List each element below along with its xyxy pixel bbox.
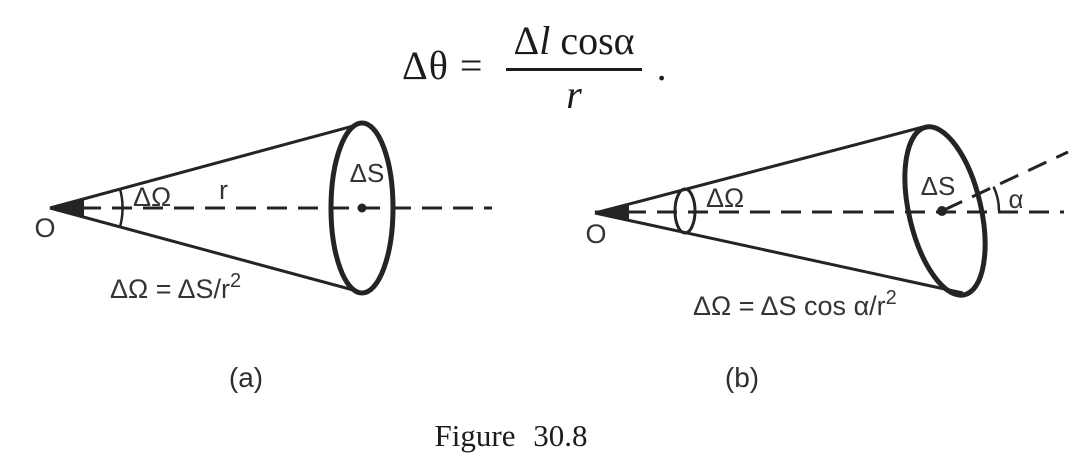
cone-lower-edge-a bbox=[49, 206, 358, 293]
panel-label-b: (b) bbox=[724, 362, 760, 393]
aperture-ellipse-b bbox=[673, 187, 697, 235]
equation-period: . bbox=[656, 44, 667, 89]
formula-a: ΔΩ = ΔS/r2 bbox=[110, 270, 241, 304]
numerator-alpha: α bbox=[613, 18, 635, 63]
surface-ellipse-a bbox=[328, 120, 396, 296]
formula-a-exponent: 2 bbox=[230, 270, 241, 292]
origin-label-b: O bbox=[585, 219, 606, 249]
normal-dashed-line-b bbox=[943, 150, 1069, 212]
equals-sign: = bbox=[459, 43, 483, 88]
numerator-delta: Δ bbox=[513, 18, 540, 63]
cone-upper-edge-b bbox=[594, 125, 924, 215]
formula-b-exponent: 2 bbox=[886, 287, 897, 309]
alpha-label-b: α bbox=[1008, 184, 1023, 214]
diagram-b: O ΔΩ ΔS α ΔΩ = ΔS cos α/r2 bbox=[585, 124, 1069, 321]
surface-ellipse-b bbox=[902, 124, 988, 298]
cone-apex-a bbox=[50, 199, 84, 217]
cone-upper-edge-a bbox=[49, 123, 358, 210]
fraction-denominator: r bbox=[566, 72, 582, 117]
solid-angle-label-b: ΔΩ bbox=[706, 183, 744, 213]
origin-label-a: O bbox=[34, 213, 55, 243]
diagram-a: O ΔΩ r ΔS ΔΩ = ΔS/r2 bbox=[34, 120, 492, 304]
cone-apex-b bbox=[595, 205, 629, 221]
numerator-l: l bbox=[539, 18, 551, 63]
surface-label-a: ΔS bbox=[350, 158, 385, 188]
formula-b: ΔΩ = ΔS cos α/r2 bbox=[693, 287, 897, 321]
radius-label-a: r bbox=[219, 175, 228, 205]
panel-label-a: (a) bbox=[228, 362, 264, 393]
solid-angle-label-a: ΔΩ bbox=[133, 182, 171, 212]
equation-lhs: Δθ bbox=[402, 43, 449, 88]
aperture-arc-a bbox=[118, 188, 124, 228]
fraction-bar bbox=[506, 68, 642, 71]
figure-caption: Figure 30.8 bbox=[434, 418, 588, 453]
center-dot-a bbox=[357, 203, 367, 213]
alpha-arc-b bbox=[992, 186, 1001, 212]
cone-lower-edge-b bbox=[594, 211, 964, 295]
surface-label-b: ΔS bbox=[921, 171, 956, 201]
formula-a-base: ΔΩ = ΔS/r bbox=[110, 274, 230, 304]
center-dot-b bbox=[937, 206, 947, 216]
formula-b-base: ΔΩ = ΔS cos α/r bbox=[693, 291, 886, 321]
numerator-cos: cos bbox=[560, 18, 614, 63]
